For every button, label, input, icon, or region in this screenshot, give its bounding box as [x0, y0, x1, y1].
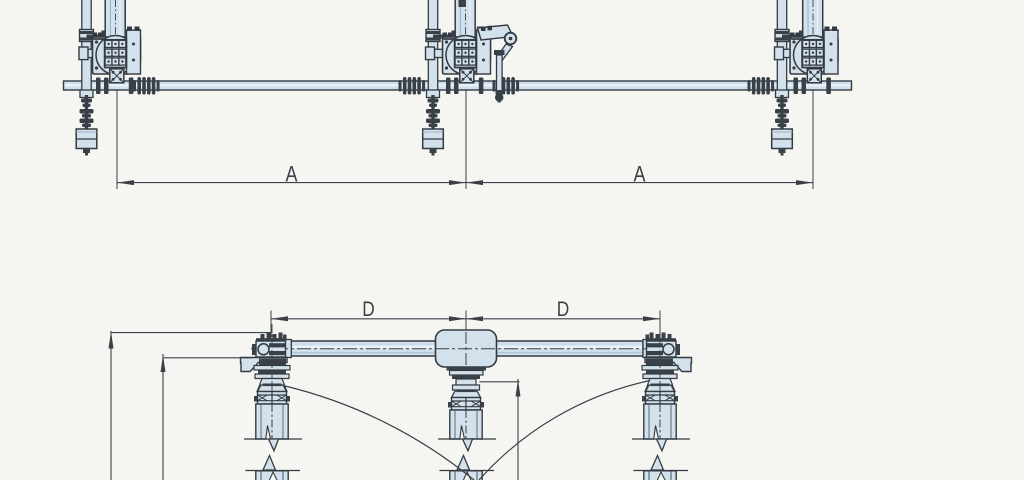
- svg-text:A: A: [634, 161, 646, 186]
- svg-text:A: A: [286, 161, 298, 186]
- svg-text:D: D: [557, 298, 570, 321]
- svg-text:D: D: [362, 298, 375, 321]
